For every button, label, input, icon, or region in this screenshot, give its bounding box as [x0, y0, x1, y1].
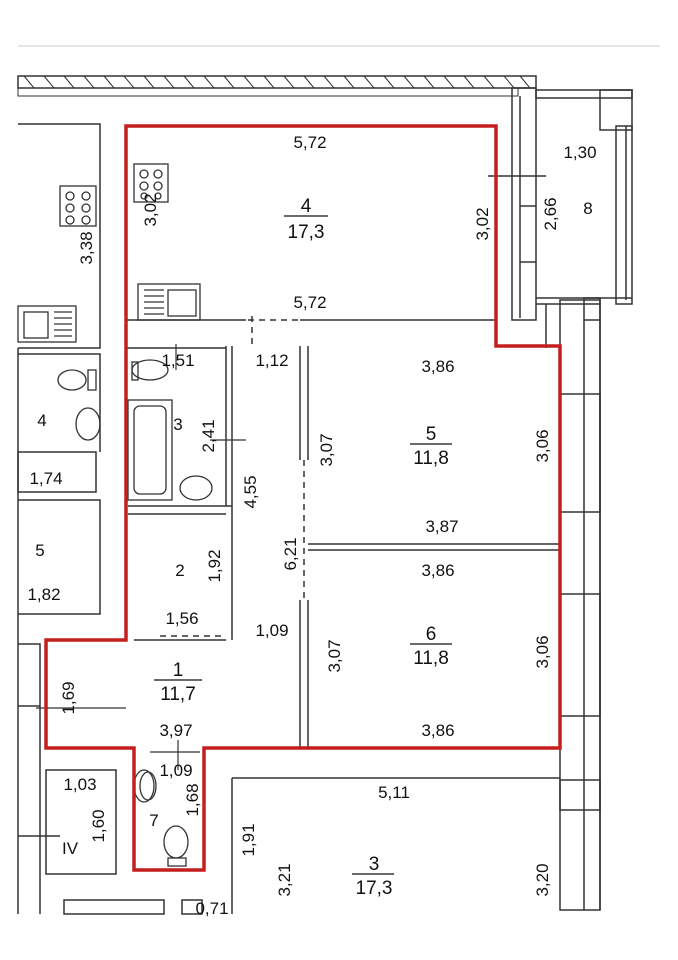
dim-balcony-width: 1,30 — [563, 143, 596, 162]
dim-nb-room5: 1,82 — [27, 585, 60, 604]
dim-closet-width: 1,56 — [165, 609, 198, 628]
wc-toilet-icon — [163, 825, 189, 859]
dim-kitchen-bottom: 5,72 — [293, 293, 326, 312]
interior-walls — [126, 319, 560, 914]
room-4-area: 17,3 — [288, 222, 325, 243]
neighbor-sink-icon — [17, 305, 77, 343]
dimension-lines — [36, 344, 246, 770]
dim-room5-right: 3,06 — [533, 429, 552, 462]
dim-room5-left: 3,07 — [317, 433, 336, 466]
bath-washbasin-icon — [179, 475, 213, 501]
neighbor-walls-left — [17, 123, 203, 915]
neighbor-room-5: 5 — [35, 541, 44, 560]
dim-nb-iv-width: 1,03 — [63, 775, 96, 794]
dim-nb-room3-right: 3,20 — [533, 863, 552, 896]
dim-nb-bath: 1,74 — [29, 469, 62, 488]
dim-room6-right: 3,06 — [533, 635, 552, 668]
dim-kitchen-right: 3,02 — [473, 207, 492, 240]
room-8-number: 8 — [583, 199, 592, 218]
neighbor-washbasin-icon — [75, 407, 101, 441]
bathtub-icon — [127, 399, 173, 501]
dim-closet-height: 1,92 — [205, 549, 224, 582]
room-6-area: 11,8 — [413, 648, 449, 669]
room-2-number: 2 — [175, 561, 184, 580]
apartment-fixtures — [127, 163, 213, 867]
dim-nb-room3-top: 5,11 — [378, 783, 410, 802]
neighbor-room-3-area: 17,3 — [356, 878, 393, 899]
dim-room5-bottom: 3,87 — [425, 517, 458, 536]
neighbor-stove-icon — [59, 185, 97, 227]
dim-room5-top: 3,86 — [421, 357, 454, 376]
apartment-outline — [44, 124, 562, 872]
dim-nb-kitchen: 3,38 — [77, 231, 96, 264]
neighbor-room-3-number: 3 — [369, 854, 380, 875]
dim-hall-width: 3,97 — [159, 721, 192, 740]
dim-hall-long: 6,21 — [281, 537, 300, 570]
door-openings — [160, 316, 305, 637]
dim-room6-bottom: 3,86 — [421, 721, 454, 740]
dim-nb-room3-left2: 3,21 — [275, 863, 294, 896]
room-1-number: 1 — [173, 660, 184, 681]
dim-kitchen-top: 5,72 — [293, 133, 326, 152]
room-label-bars — [154, 215, 452, 875]
wc-basin-icon — [139, 771, 157, 801]
outer-wall-top — [17, 75, 537, 97]
neighbor-toilet-icon — [57, 369, 87, 391]
neighbor-room-iv: IV — [62, 839, 79, 858]
dim-nb-cut: 0,71 — [195, 899, 228, 918]
room-7-number: 7 — [149, 811, 158, 830]
dim-nb-room3-left: 1,91 — [239, 823, 258, 856]
dim-bath-width: 1,51 — [161, 351, 194, 370]
dim-hall-height: 1,69 — [59, 681, 78, 714]
dim-wc-width: 1,09 — [159, 761, 192, 780]
dim-kitchen-left: 3,02 — [141, 193, 160, 226]
room-5-area: 11,8 — [413, 448, 449, 469]
dim-wc-length: 1,68 — [183, 783, 202, 816]
neighbor-fixtures — [17, 185, 155, 803]
dim-corridor-height: 4,55 — [241, 475, 260, 508]
room-3-bath-number: 3 — [173, 415, 182, 434]
dim-bath-length: 2,41 — [199, 419, 218, 452]
neighbor-room-4: 4 — [37, 411, 46, 430]
dim-balcony-length: 2,66 — [541, 197, 560, 230]
dim-room6-left: 3,07 — [325, 639, 344, 672]
dim-hall-narrow: 1,09 — [255, 621, 288, 640]
kitchen-sink-icon — [137, 283, 201, 321]
room-5-number: 5 — [426, 424, 437, 445]
dim-nb-iv-length: 1,60 — [89, 809, 108, 842]
room-4-number: 4 — [301, 196, 312, 217]
dim-room6-top: 3,86 — [421, 561, 454, 580]
kitchen-stove-icon — [133, 163, 169, 203]
room-1-area: 11,7 — [160, 684, 196, 705]
dim-corridor-width: 1,12 — [255, 351, 288, 370]
room-6-number: 6 — [426, 624, 437, 645]
